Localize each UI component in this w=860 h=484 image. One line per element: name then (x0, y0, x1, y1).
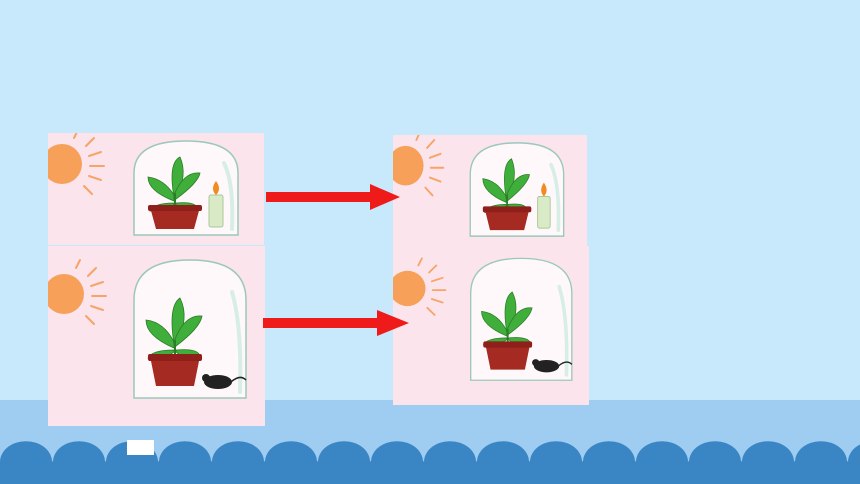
wave-hump (186, 461, 239, 484)
wave-decoration (0, 441, 860, 484)
arrow-bottom (263, 310, 409, 336)
wave-hump (504, 461, 556, 484)
arrow-right-icon (266, 184, 400, 210)
wave-hump (0, 461, 26, 484)
mouse-icon (202, 374, 247, 389)
wave-hump (610, 461, 662, 484)
arrow-top (266, 184, 400, 210)
wave-hump (27, 461, 79, 484)
panel-candle-before (48, 133, 264, 245)
mouse-icon (532, 359, 573, 373)
potted-plant-icon (145, 297, 203, 386)
panel-mouse-before (48, 246, 265, 426)
wave-hump (239, 461, 291, 484)
wave-hump (398, 461, 450, 484)
sun-icon (393, 257, 447, 316)
wave-hump (451, 461, 503, 484)
wave-hump (822, 461, 860, 484)
wave-hump (133, 461, 185, 484)
candle-icon (208, 181, 224, 228)
panel-candle-before-art (48, 133, 264, 245)
candle-icon (537, 182, 551, 229)
sun-icon (393, 135, 445, 197)
potted-plant-icon (147, 156, 202, 229)
wave-hump (716, 461, 768, 484)
wave-hump (80, 461, 132, 484)
sun-icon (48, 259, 107, 325)
potted-plant-icon (481, 291, 533, 370)
potted-plant-icon (482, 158, 532, 231)
panel-mouse-before-art (48, 246, 265, 426)
arrow-right-icon (263, 310, 409, 336)
wave-hump (557, 461, 609, 484)
wave-hump (663, 461, 715, 484)
panel-mouse-after-art (393, 246, 589, 405)
wave-hump (345, 461, 397, 484)
sun-icon (48, 133, 105, 195)
slide-tab-marker (127, 440, 154, 455)
panel-candle-after (393, 135, 587, 246)
wave-hump (292, 461, 344, 484)
wave-hump (769, 461, 821, 484)
panel-mouse-after (393, 246, 589, 405)
panel-candle-after-art (393, 135, 587, 246)
